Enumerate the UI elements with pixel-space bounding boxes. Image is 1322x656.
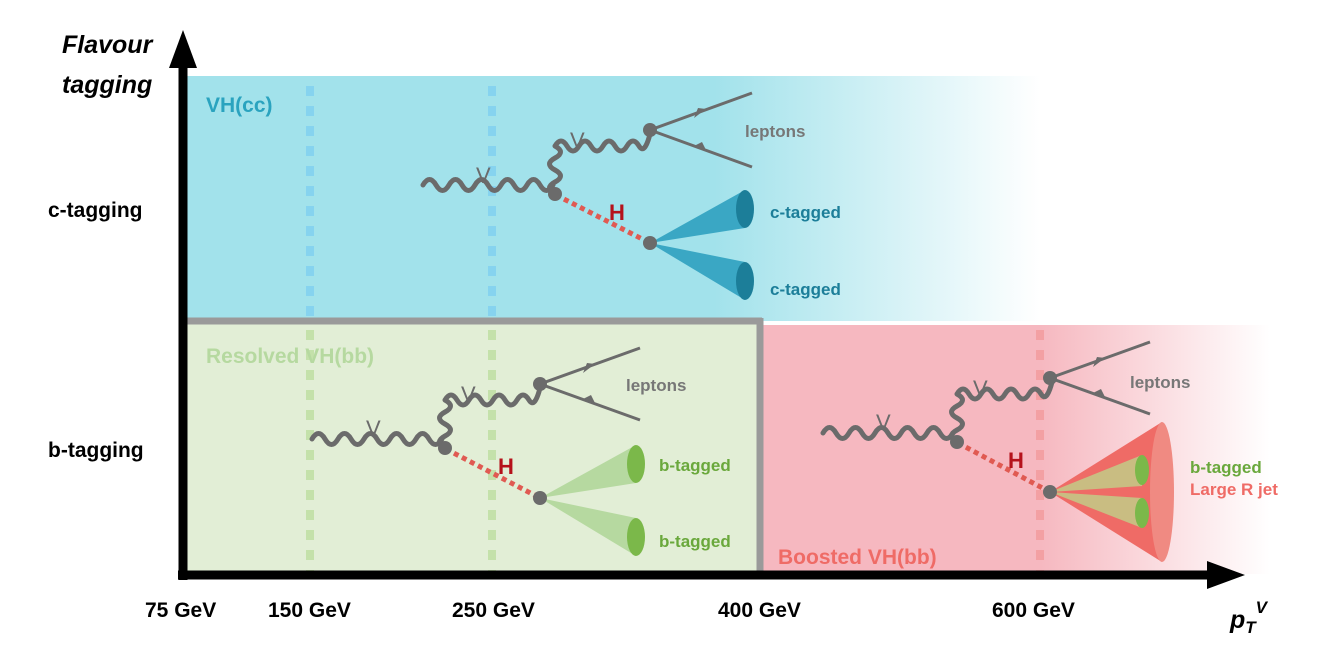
y-tick-b-tagging: b-tagging [48, 439, 144, 462]
resolved-b-jet-lower [540, 498, 636, 556]
x-tick-400: 400 GeV [718, 599, 801, 622]
x-axis-arrow [1207, 561, 1245, 589]
resolved-b-jet-upper [540, 445, 636, 498]
x-tick-250: 250 GeV [452, 599, 535, 622]
vhcc-vertex-3 [643, 236, 657, 250]
vhcc-c-tagged-label-2: c-tagged [770, 280, 841, 299]
x-tick-75: 75 GeV [145, 599, 216, 622]
resolved-lepton-arrow-upper [583, 363, 595, 373]
vhcc-leptons-label: leptons [745, 122, 805, 141]
vhcc-c-jet-upper-cap [736, 190, 754, 228]
boosted-large-r-label: Large R jet [1190, 480, 1278, 499]
vhcc-h-label: H [609, 200, 625, 225]
resolved-b-jet-upper-cap [627, 445, 645, 483]
y-tick-c-tagging: c-tagging [48, 199, 143, 222]
boosted-outgoing-v-boson [949, 375, 1056, 445]
resolved-region-label: Resolved VH(bb) [206, 345, 374, 368]
vhcc-lepton-arrow-upper [694, 108, 706, 118]
boosted-vertex-1 [950, 435, 964, 449]
resolved-outgoing-v-boson [437, 381, 544, 451]
boosted-lepton-lower [1049, 376, 1151, 416]
x-axis-title-main: p [1229, 606, 1245, 634]
boosted-b-jet-lower [1050, 492, 1142, 528]
y-axis-arrow [169, 30, 197, 68]
x-tick-600: 600 GeV [992, 599, 1075, 622]
resolved-lepton-arrow-lower [583, 395, 595, 403]
boosted-v-label-1: V [876, 410, 891, 435]
resolved-leptons-label: leptons [626, 376, 686, 395]
vhcc-lepton-arrow-lower [694, 142, 706, 150]
vhcc-v-label-1: V [476, 163, 491, 188]
y-axis-title-line2: tagging [62, 71, 152, 99]
boosted-b-jet-upper [1050, 455, 1142, 492]
resolved-vertex-3 [533, 491, 547, 505]
boosted-b-jet-upper-cap [1135, 455, 1149, 485]
boosted-leptons-label: leptons [1130, 373, 1190, 392]
x-axis-title-sup: V [1256, 598, 1269, 617]
vhcc-c-jet-lower-cap [736, 262, 754, 300]
boosted-b-tagged-label: b-tagged [1190, 458, 1262, 477]
boosted-large-r-jet-cap [1150, 422, 1174, 562]
boosted-vertex-3 [1043, 485, 1057, 499]
vhcc-c-jet-upper [650, 190, 745, 243]
resolved-region [183, 321, 760, 574]
vhcc-vertex-2 [643, 123, 657, 137]
resolved-b-tagged-label-2: b-tagged [659, 532, 731, 551]
vhcc-outgoing-v-boson [547, 127, 654, 197]
vhcc-feynman-diagram: V V H leptons c-tagged c-tagged [423, 91, 841, 300]
vhcc-c-jet-lower [650, 243, 745, 300]
resolved-v-label-2: V [461, 382, 476, 407]
boosted-region-label: Boosted VH(bb) [778, 546, 937, 569]
boosted-large-r-jet [1050, 422, 1162, 562]
resolved-h-label: H [498, 454, 514, 479]
boosted-feynman-diagram: V V H leptons b-tagged Large R jet [823, 340, 1278, 562]
vhcc-v-label-2: V [570, 128, 585, 153]
vhcc-region-label: VH(cc) [206, 94, 273, 117]
x-axis-title: pTV [1229, 598, 1269, 637]
boosted-h-label: H [1008, 448, 1024, 473]
resolved-b-jet-lower-cap [627, 518, 645, 556]
boosted-lepton-arrow-upper [1093, 357, 1105, 367]
vhcc-region [183, 76, 1040, 321]
boosted-vertex-2 [1043, 371, 1057, 385]
boosted-region [760, 325, 1270, 574]
resolved-feynman-diagram: V V H leptons b-tagged b-tagged [312, 346, 731, 556]
y-axis-title-line1: Flavour [62, 31, 154, 59]
resolved-lepton-lower [539, 382, 641, 422]
x-axis-title-sub: T [1245, 618, 1257, 637]
vhcc-c-tagged-label-1: c-tagged [770, 203, 841, 222]
boosted-b-jet-lower-cap [1135, 498, 1149, 528]
resolved-vertex-2 [533, 377, 547, 391]
vhcc-vertex-1 [548, 187, 562, 201]
resolved-b-tagged-label-1: b-tagged [659, 456, 731, 475]
resolved-v-label-1: V [366, 416, 381, 441]
boosted-lepton-arrow-lower [1093, 389, 1105, 397]
resolved-vertex-1 [438, 441, 452, 455]
x-tick-150: 150 GeV [268, 599, 351, 622]
vhcc-lepton-lower [649, 128, 753, 169]
boosted-v-label-2: V [973, 376, 988, 401]
